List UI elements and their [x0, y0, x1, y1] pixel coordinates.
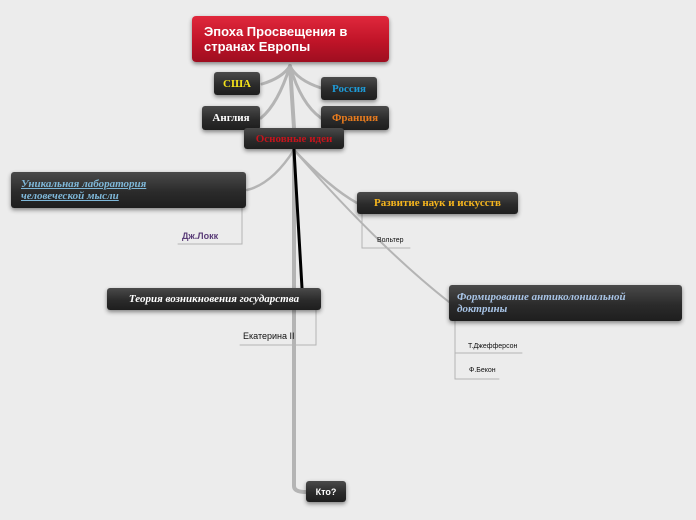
topic-france-node[interactable]: Франция: [321, 106, 389, 130]
leaf-voltaire[interactable]: Вольтер: [377, 237, 404, 244]
topic-usa-node[interactable]: США: [214, 72, 260, 95]
topic-england-node[interactable]: Англия: [202, 106, 260, 130]
topic-usa-label: США: [223, 77, 251, 90]
subtopic-science-node[interactable]: Развитие наук и искусств: [357, 192, 518, 214]
subtopic-who-label: Кто?: [315, 486, 337, 497]
leaf-bacon[interactable]: Ф.Бекон: [469, 367, 496, 374]
leaf-jefferson[interactable]: Т.Джефферсон: [468, 343, 518, 350]
leaf-locke[interactable]: Дж.Локк: [182, 231, 219, 241]
topic-france-label: Франция: [331, 112, 379, 124]
leaf-catherine[interactable]: Екатерина II: [243, 331, 295, 341]
subtopic-doctrine-label: Формирование антиколониальной доктрины: [457, 291, 626, 315]
subtopic-who-node[interactable]: Кто?: [306, 481, 346, 502]
subtopic-lab-node[interactable]: Уникальная лаборатория человеческой мысл…: [11, 172, 246, 208]
topic-russia-node[interactable]: Россия: [321, 77, 377, 100]
topic-russia-label: Россия: [332, 82, 366, 95]
root-topic-label: Эпоха Просвещения в странах Европы: [204, 24, 348, 54]
subtopic-state-label: Теория возникновения государства: [128, 293, 300, 305]
topic-main-ideas-node[interactable]: Основные идеи: [244, 128, 344, 149]
root-topic-node[interactable]: Эпоха Просвещения в странах Европы: [192, 16, 389, 62]
subtopic-doctrine-node[interactable]: Формирование антиколониальной доктрины: [449, 285, 682, 321]
topic-main-ideas-label: Основные идеи: [255, 132, 333, 145]
subtopic-state-node[interactable]: Теория возникновения государства: [107, 288, 321, 310]
subtopic-science-label: Развитие наук и искусств: [374, 197, 501, 209]
subtopic-lab-label: Уникальная лаборатория человеческой мысл…: [21, 178, 147, 202]
topic-england-label: Англия: [212, 112, 250, 124]
